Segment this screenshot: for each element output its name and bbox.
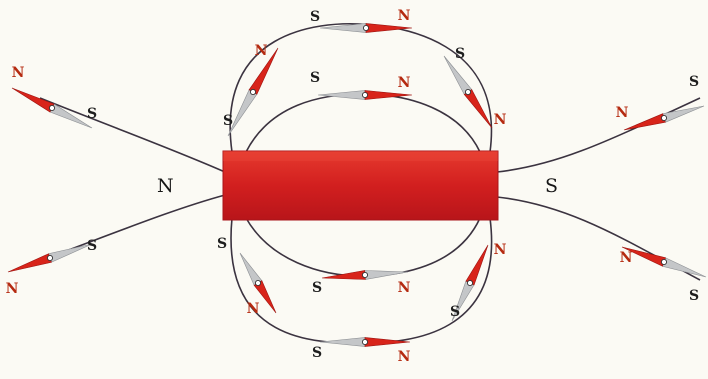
field-line-top-outer <box>230 24 491 152</box>
needle-south-half <box>663 106 704 122</box>
needle-north-half <box>464 90 492 128</box>
compass-needle: NS <box>450 242 507 321</box>
needle-south-label: S <box>689 288 699 304</box>
field-line-right-upper <box>497 98 700 172</box>
needle-north-label: N <box>398 349 411 365</box>
needle-south-label: S <box>217 236 227 252</box>
needle-south-label: S <box>223 113 233 129</box>
compass-needle: NS <box>217 236 276 317</box>
compass-needle: NS <box>310 70 412 100</box>
compass-needle: NS <box>310 8 412 33</box>
needle-pivot <box>250 89 255 94</box>
field-line-top-inner <box>246 94 480 152</box>
needle-north-label: N <box>247 301 260 317</box>
needle-north-label: N <box>494 112 507 128</box>
needle-pivot <box>467 280 472 285</box>
needle-pivot <box>661 115 666 120</box>
needle-south-label: S <box>310 70 320 86</box>
needle-pivot <box>363 25 368 30</box>
needle-pivot <box>47 255 52 260</box>
compass-needle: NS <box>312 271 411 296</box>
needle-north-label: N <box>398 75 411 91</box>
needle-pivot <box>362 339 367 344</box>
needle-pivot <box>49 105 54 110</box>
field-line-bottom-outer <box>231 218 492 343</box>
needle-pivot <box>362 92 367 97</box>
needle-pivot <box>661 259 666 264</box>
compass-needle: NS <box>312 338 411 366</box>
needle-south-label: S <box>87 238 97 254</box>
needle-north-label: N <box>12 65 25 81</box>
needle-south-label: S <box>87 106 97 122</box>
needle-north-half <box>624 114 665 130</box>
bar-magnet <box>223 151 498 220</box>
compass-needle: NS <box>444 46 507 128</box>
needle-pivot <box>465 89 470 94</box>
needle-south-label: S <box>689 74 699 90</box>
needle-south-half <box>318 91 365 100</box>
needle-south-half <box>662 258 706 277</box>
compass-needle: NS <box>12 65 97 128</box>
needle-north-half <box>12 88 54 112</box>
compass-needle: NS <box>6 238 97 297</box>
needle-north-half <box>322 271 365 280</box>
needle-south-label: S <box>450 304 460 320</box>
needle-pivot <box>255 280 260 285</box>
needle-south-half <box>49 244 92 262</box>
needle-north-label: N <box>398 280 411 296</box>
needle-south-label: S <box>455 46 465 62</box>
needle-north-label: N <box>494 242 507 258</box>
needle-north-half <box>466 245 488 285</box>
needle-north-label: N <box>620 250 633 266</box>
field-line-bottom-inner <box>246 218 480 276</box>
needle-north-label: N <box>255 43 268 59</box>
magnet-south-pole-label: S <box>545 175 558 197</box>
needle-south-half <box>320 338 365 347</box>
needle-south-half <box>365 271 408 280</box>
needle-north-label: N <box>6 281 19 297</box>
needle-north-half <box>365 338 410 347</box>
field-line-left-upper <box>40 98 225 172</box>
needle-south-label: S <box>312 280 322 296</box>
needle-north-label: N <box>616 105 629 121</box>
needle-north-half <box>8 254 51 272</box>
needle-south-label: S <box>310 9 320 25</box>
needle-north-label: N <box>398 8 411 24</box>
needle-pivot <box>362 272 367 277</box>
magnet-north-pole-label: N <box>157 175 174 197</box>
needle-south-label: S <box>312 345 322 361</box>
